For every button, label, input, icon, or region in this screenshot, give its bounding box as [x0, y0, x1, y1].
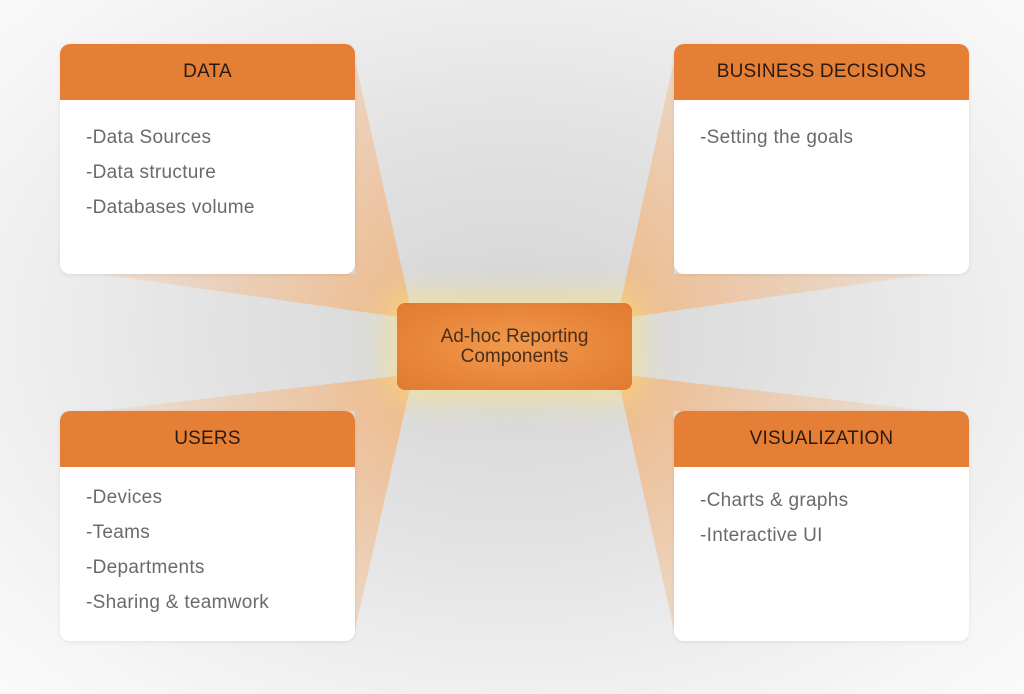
- list-item: -Setting the goals: [700, 127, 854, 148]
- card-visualization: VISUALIZATION -Charts & graphs -Interact…: [674, 411, 969, 641]
- card-data: DATA -Data Sources -Data structure -Data…: [60, 44, 355, 274]
- card-title: VISUALIZATION: [674, 411, 969, 467]
- card-title: DATA: [60, 44, 355, 100]
- list-item: -Data Sources: [86, 127, 212, 148]
- card-title: BUSINESS DECISIONS: [674, 44, 969, 100]
- list-item: -Sharing & teamwork: [86, 592, 270, 613]
- ray-data: [100, 60, 410, 318]
- ray-users: [100, 375, 410, 630]
- list-item: -Interactive UI: [700, 525, 823, 546]
- card-business-decisions: BUSINESS DECISIONS -Setting the goals: [674, 44, 969, 274]
- list-item: -Departments: [86, 557, 205, 578]
- card-users: USERS -Devices -Teams -Departments -Shar…: [60, 411, 355, 641]
- center-title-line1: Ad-hoc Reporting: [440, 325, 589, 347]
- ray-visualization: [620, 375, 930, 630]
- list-item: -Charts & graphs: [700, 490, 849, 511]
- card-title: USERS: [60, 411, 355, 467]
- ray-business: [620, 60, 930, 318]
- list-item: -Data structure: [86, 162, 217, 183]
- center-title-line2: Components: [460, 345, 569, 367]
- list-item: -Devices: [86, 487, 163, 508]
- list-item: -Databases volume: [86, 197, 255, 218]
- center-node: Ad-hoc Reporting Components: [397, 303, 632, 390]
- list-item: -Teams: [86, 522, 151, 543]
